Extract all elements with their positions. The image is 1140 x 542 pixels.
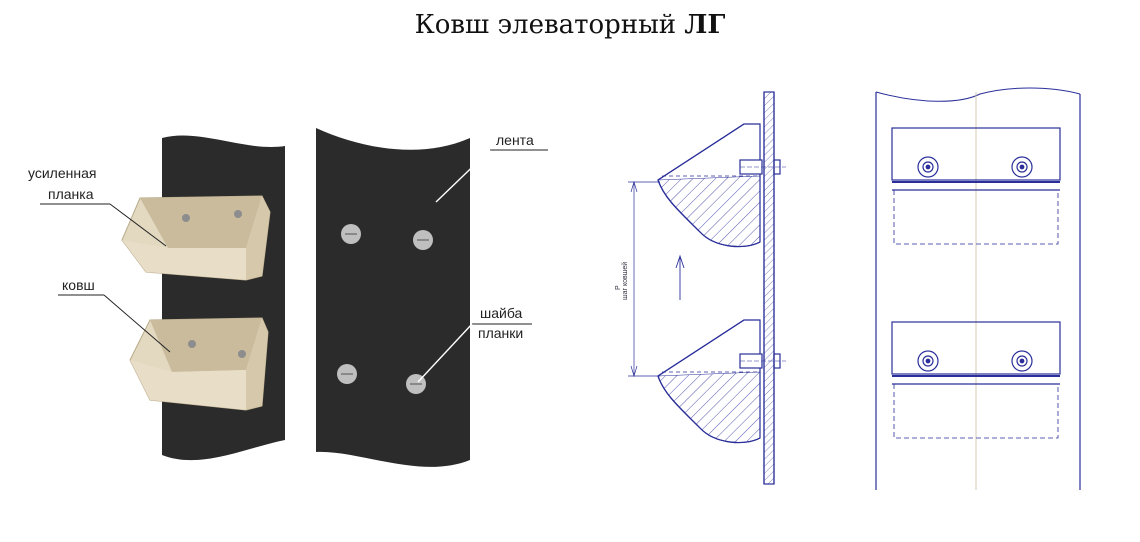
- leader-line: [103, 294, 171, 353]
- label-belt: лента: [496, 132, 534, 148]
- leader-line: [417, 323, 473, 383]
- bolt-head: [341, 224, 361, 244]
- belt-with-buckets-illustration: [121, 128, 470, 467]
- leader-line: [435, 149, 491, 203]
- diagram-title: Ковш элеваторный ЛГ: [0, 10, 1140, 40]
- bucket-lower: [129, 317, 269, 411]
- label-bucket: ковш: [62, 277, 95, 293]
- bucket-section-lower: [657, 319, 786, 444]
- label-reinforced-bar-line2: планка: [48, 186, 94, 202]
- bucket-section-upper: [657, 123, 786, 248]
- bolt-head: [337, 364, 357, 384]
- label-reinforced-bar-line1: усиленная: [28, 165, 96, 181]
- bucket-upper: [121, 195, 271, 281]
- title-main: Ковш элеваторный: [414, 10, 677, 40]
- bucket-front-lower: [891, 321, 1061, 439]
- belt-strip-front: [316, 128, 470, 467]
- leader-line: [109, 203, 167, 247]
- belt-strip-back: [162, 135, 285, 461]
- belt-section: [763, 91, 775, 485]
- label-washer-line1: шайба: [480, 305, 523, 321]
- label-washer-line2: планки: [478, 325, 523, 341]
- pitch-label: P: [615, 285, 622, 290]
- bucket-front-upper: [891, 127, 1061, 245]
- front-view-drawing: [875, 87, 1081, 490]
- title-bold: ЛГ: [684, 10, 726, 40]
- side-section-drawing: [628, 91, 786, 485]
- pitch-note: шаг ковшей: [621, 262, 629, 300]
- bolt-head: [413, 230, 433, 250]
